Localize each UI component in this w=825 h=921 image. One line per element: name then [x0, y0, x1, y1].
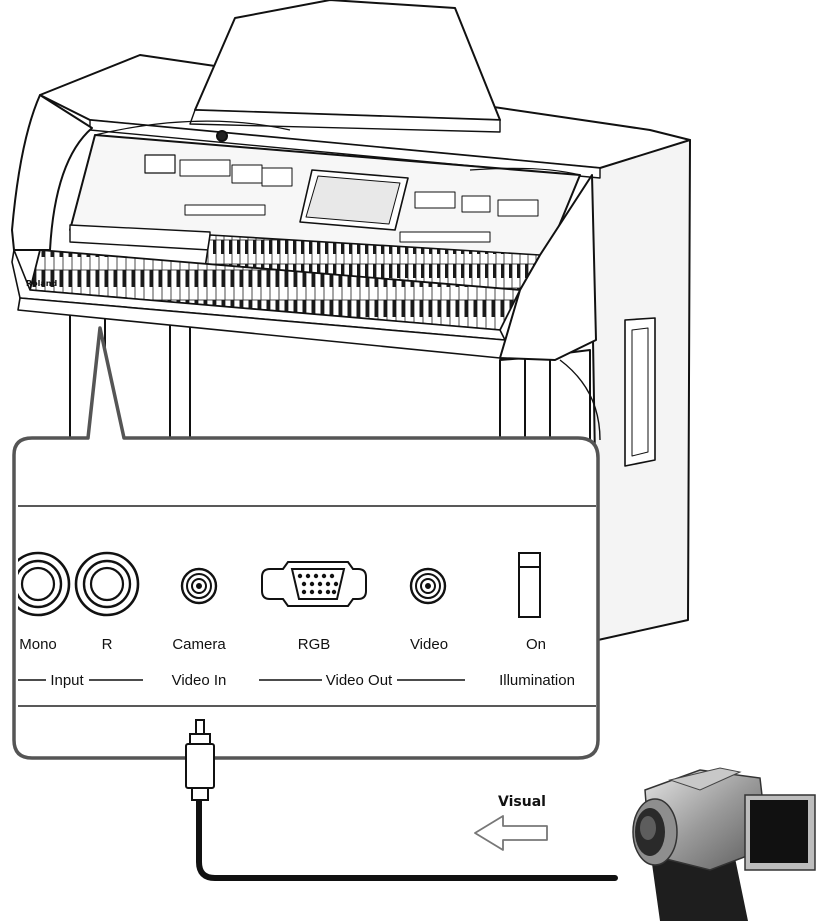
camera-rca-jack [180, 567, 218, 605]
organ-illustration: Roland [11, 0, 691, 641]
label-rgb: RGB [298, 636, 331, 653]
label-mono: Mono [19, 636, 57, 653]
label-on: On [526, 636, 546, 653]
right-input-jack [74, 551, 140, 617]
label-r: R [102, 636, 113, 653]
group-video-in: Video In [172, 672, 227, 689]
rgb-vga-port [261, 561, 367, 607]
video-cable [196, 797, 618, 881]
group-video-out: Video Out [326, 672, 393, 689]
rca-plug [185, 719, 215, 801]
callout-frame [12, 326, 600, 760]
label-camera: Camera [172, 636, 226, 653]
group-illumination: Illumination [499, 672, 575, 689]
group-input: Input [50, 672, 84, 689]
video-out-rca-jack [409, 567, 447, 605]
visual-label: Visual [498, 794, 546, 810]
camcorder-icon [632, 767, 816, 921]
mono-input-jack [18, 551, 71, 617]
brand-logo: Roland [26, 279, 57, 288]
signal-direction-arrow [474, 815, 548, 851]
label-video: Video [410, 636, 448, 653]
illumination-switch [518, 552, 541, 618]
